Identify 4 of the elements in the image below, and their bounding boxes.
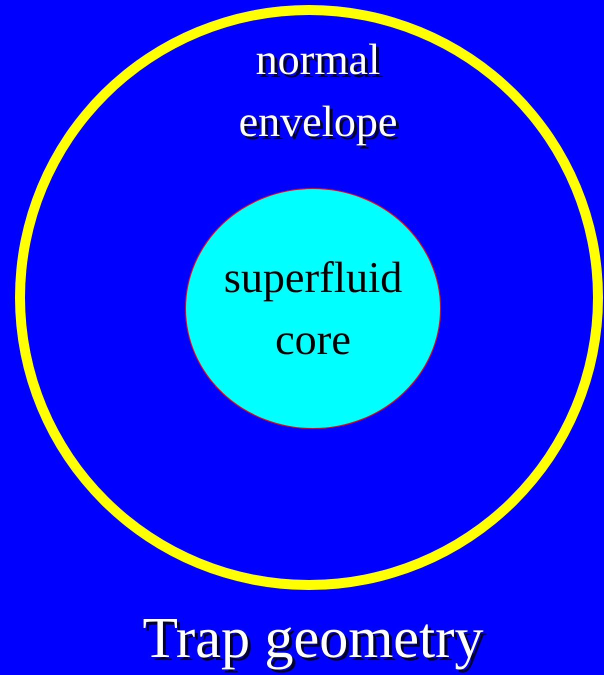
caption: Trap geometry — [142, 604, 484, 672]
region-label: normal envelope — [238, 34, 398, 148]
region-label: superfluid core — [222, 252, 404, 366]
ellipse-region — [15, 5, 603, 590]
